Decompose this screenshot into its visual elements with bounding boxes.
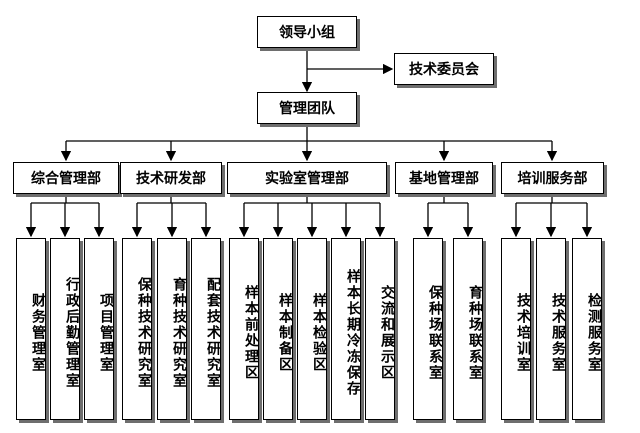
department-node: 培训服务部	[501, 162, 604, 194]
management-team-node: 管理团队	[257, 92, 357, 124]
unit-label: 保种场联系室	[427, 285, 443, 381]
department-label: 实验室管理部	[265, 171, 349, 187]
unit-label: 样本检验区	[311, 293, 327, 373]
unit-node: 技术服务室	[536, 238, 566, 420]
unit-label: 育种技术研究室	[171, 277, 187, 389]
department-node: 技术研发部	[120, 162, 222, 194]
unit-node: 保种场联系室	[413, 238, 443, 420]
management-team-node-label: 管理团队	[279, 101, 335, 117]
unit-label: 行政后勤管理室	[64, 277, 80, 389]
unit-node: 检测服务室	[572, 238, 602, 420]
unit-label: 样本制备区	[277, 293, 293, 373]
unit-label: 项目管理室	[98, 293, 114, 373]
unit-node: 样本长期冷冻保存	[331, 238, 361, 420]
committee-node: 技术委员会	[394, 53, 494, 85]
unit-label: 样本长期冷冻保存	[345, 269, 361, 397]
unit-label: 技术服务室	[550, 293, 566, 373]
unit-node: 育种技术研究室	[157, 238, 187, 420]
unit-node: 样本制备区	[263, 238, 293, 420]
department-label: 综合管理部	[31, 171, 101, 187]
unit-node: 项目管理室	[84, 238, 114, 420]
unit-label: 育种场联系室	[467, 285, 483, 381]
department-node: 基地管理部	[395, 162, 493, 194]
unit-node: 样本前处理区	[229, 238, 259, 420]
unit-label: 样本前处理区	[243, 285, 259, 381]
unit-label: 检测服务室	[586, 293, 602, 373]
unit-node: 样本检验区	[297, 238, 327, 420]
unit-node: 行政后勤管理室	[50, 238, 80, 420]
department-label: 技术研发部	[136, 171, 206, 187]
department-node: 实验室管理部	[227, 162, 387, 194]
unit-node: 育种场联系室	[453, 238, 483, 420]
department-node: 综合管理部	[13, 162, 119, 194]
unit-label: 配套技术研究室	[205, 277, 221, 389]
unit-label: 保种技术研究室	[136, 277, 152, 389]
department-label: 基地管理部	[409, 171, 479, 187]
department-label: 培训服务部	[517, 171, 588, 187]
unit-label: 技术培训室	[515, 293, 531, 373]
root-node: 领导小组	[257, 16, 357, 48]
committee-node-label: 技术委员会	[409, 62, 479, 78]
unit-node: 财务管理室	[16, 238, 46, 420]
unit-node: 交流和展示区	[365, 238, 395, 420]
unit-node: 配套技术研究室	[191, 238, 221, 420]
unit-node: 技术培训室	[501, 238, 531, 420]
unit-label: 交流和展示区	[379, 285, 395, 381]
unit-label: 财务管理室	[30, 293, 46, 373]
root-node-label: 领导小组	[279, 25, 335, 41]
unit-node: 保种技术研究室	[122, 238, 152, 420]
